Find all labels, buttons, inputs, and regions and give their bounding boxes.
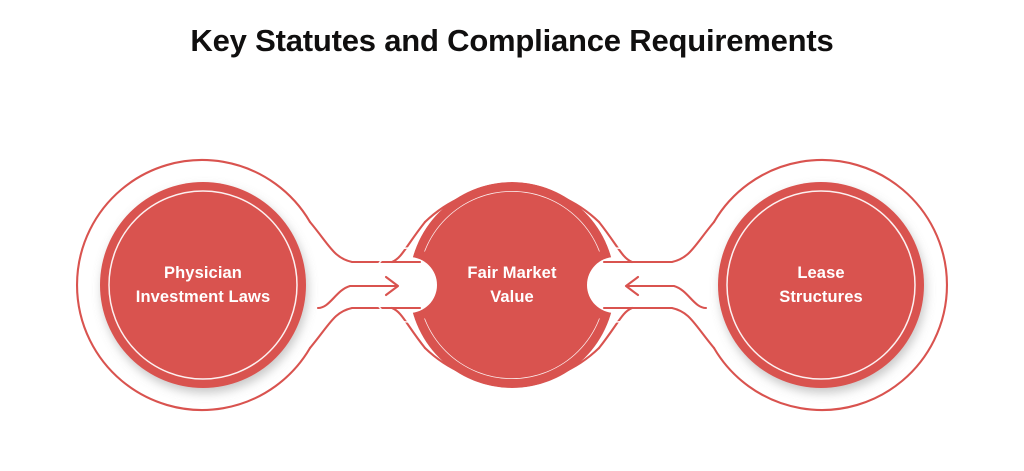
node-fair-market-value[interactable]: [371, 182, 653, 388]
node-1-ring-tail-bottom-left: [390, 306, 427, 350]
page-title: Key Statutes and Compliance Requirements: [190, 23, 834, 58]
node-1-ring-tail-top-right: [597, 220, 634, 264]
node-2-inner-ring: [726, 190, 916, 380]
connector-node2-to-node1: [624, 275, 708, 310]
connector-1-shaft: [625, 284, 708, 310]
node-2-outer-ring: [712, 158, 948, 412]
node-1-inner-ring: [417, 190, 607, 380]
node-2-fill: [718, 182, 924, 388]
node-0-inner-ring: [108, 190, 298, 380]
arrow-right-icon: [384, 275, 400, 297]
node-1-ring-tail-top-left: [390, 220, 427, 264]
connector-0-shaft: [316, 284, 399, 310]
node-physician-investment-laws[interactable]: [76, 158, 422, 412]
node-0-connector-rail-top: [308, 220, 422, 264]
arrow-left-icon: [624, 275, 640, 297]
node-lease-structures[interactable]: [602, 158, 948, 412]
connector-node0-to-node1: [316, 275, 400, 310]
node-2-connector-rail-bottom: [602, 306, 716, 350]
node-1-ring-tail-bottom-right: [597, 306, 634, 350]
node-0-outer-ring: [76, 158, 312, 412]
node-1-fill: [409, 182, 615, 388]
node-0-fill: [100, 182, 306, 388]
node-0-connector-rail-bottom: [308, 306, 422, 350]
node-2-connector-rail-top: [602, 220, 716, 264]
